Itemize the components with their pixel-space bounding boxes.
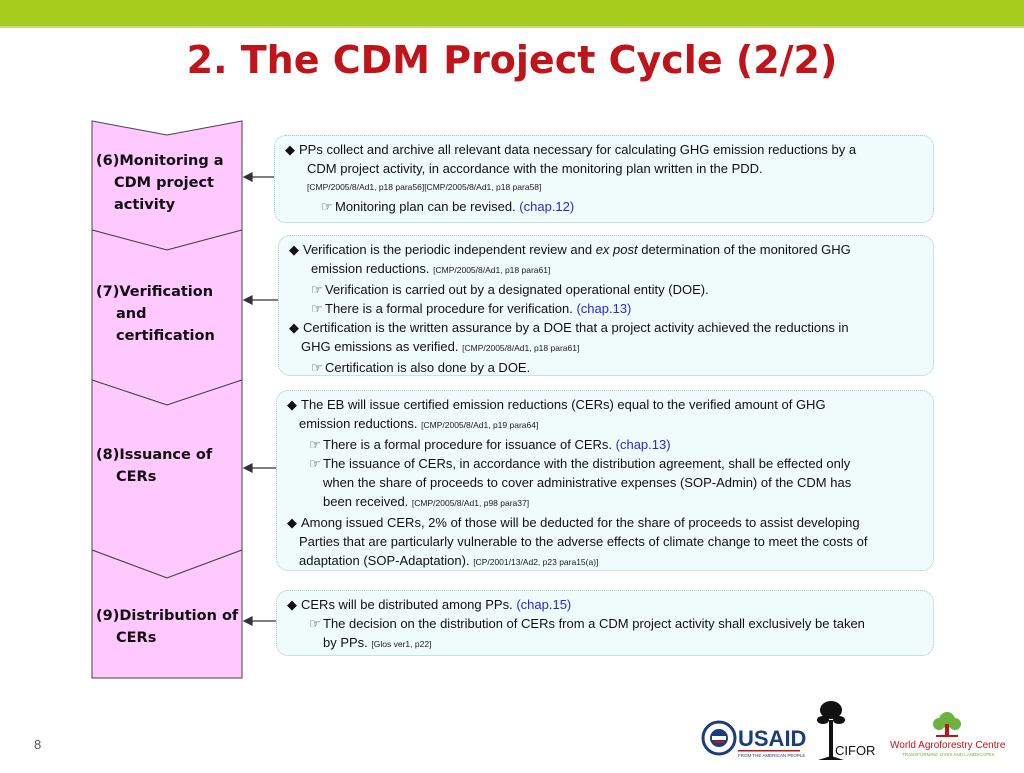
pointing-hand-icon: ☞ [309, 456, 321, 471]
chapter-ref: (chap.15) [516, 597, 572, 612]
agroforestry-logo-subtext: TRANSFORMING LIVES AND LANDSCAPES [902, 752, 995, 757]
diamond-bullet-icon: ◆ [287, 515, 297, 530]
diamond-bullet-icon: ◆ [287, 397, 297, 412]
cifor-logo-text: CIFOR [835, 743, 875, 758]
step-label-6: (6)Monitoring a CDM project activity [96, 153, 224, 213]
agroforestry-tree-icon [933, 712, 961, 737]
step-label-8: (8)Issuance of CERs [96, 447, 213, 485]
info-box-verification: ◆Verification is the periodic independen… [278, 235, 934, 376]
pointing-hand-icon: ☞ [311, 360, 323, 375]
flow-column [91, 120, 278, 679]
flow-step-9 [91, 549, 243, 679]
top-accent-bar [0, 0, 1024, 26]
usaid-logo-text: USAID [738, 726, 806, 751]
top-accent-line [0, 26, 1024, 28]
info-box-monitoring: ◆PPs collect and archive all relevant da… [274, 135, 934, 223]
slide-title: 2. The CDM Project Cycle (2/2) [186, 38, 838, 82]
page-number: 8 [34, 737, 42, 752]
step-label-9: (9)Distribution of CERs [96, 608, 239, 646]
agroforestry-logo-text: World Agroforestry Centre [890, 740, 1006, 751]
pointing-hand-icon: ☞ [309, 616, 321, 631]
diamond-bullet-icon: ◆ [285, 142, 295, 157]
logo-group: USAID FROM THE AMERICAN PEOPLE CIFOR Wor… [701, 701, 1006, 760]
usaid-seal-icon [701, 720, 737, 756]
chapter-ref: (chap.13) [615, 437, 671, 452]
bullet-line: ◆PPs collect and archive all relevant da… [285, 142, 857, 157]
sub-line: ☞Monitoring plan can be revised. (chap.1… [321, 199, 575, 214]
diamond-bullet-icon: ◆ [287, 597, 297, 612]
info-box-issuance: ◆The EB will issue certified emission re… [276, 390, 934, 571]
diamond-bullet-icon: ◆ [289, 242, 299, 257]
pointing-hand-icon: ☞ [321, 199, 333, 214]
step-label-7: (7)Verification and certification [96, 284, 215, 344]
cifor-tree-icon [817, 701, 845, 760]
chapter-ref: (chap.13) [576, 301, 632, 316]
pointing-hand-icon: ☞ [309, 437, 321, 452]
usaid-logo-subtext: FROM THE AMERICAN PEOPLE [738, 753, 805, 758]
pointing-hand-icon: ☞ [311, 282, 323, 297]
pointing-hand-icon: ☞ [311, 301, 323, 316]
diamond-bullet-icon: ◆ [289, 320, 299, 335]
info-box-distribution: ◆CERs will be distributed among PPs. (ch… [276, 590, 934, 656]
chapter-ref: (chap.12) [519, 199, 575, 214]
footer-logos: USAID FROM THE AMERICAN PEOPLE CIFOR Wor… [690, 690, 1020, 768]
